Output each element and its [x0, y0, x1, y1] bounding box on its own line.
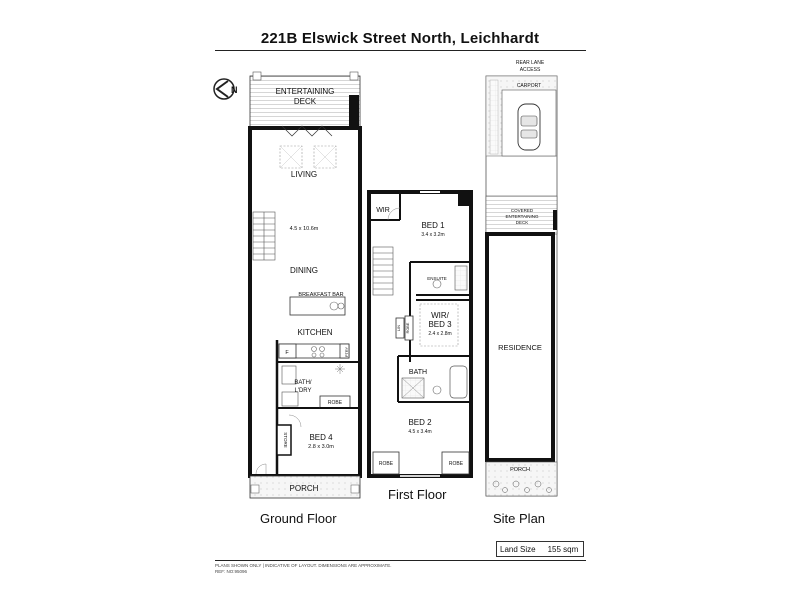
land-size-label: Land Size — [500, 544, 536, 554]
label-wir-slash: WIR/ — [431, 311, 450, 320]
caption-site-plan: Site Plan — [493, 511, 546, 526]
label-bed3: BED 3 — [428, 320, 452, 329]
label-living-dims: 4.5 x 10.6m — [290, 226, 319, 232]
label-fridge: F — [285, 350, 289, 356]
label-bed4: BED 4 — [309, 433, 333, 442]
title-divider — [215, 50, 586, 51]
label-bath-ff: BATH — [409, 369, 427, 376]
label-robe-right: ROBE — [449, 461, 464, 467]
label-ensuite: ENSUITE — [427, 276, 447, 281]
label-ldry: L'DRY — [294, 388, 311, 394]
label-bed3-dims: 2.4 x 2.8m — [428, 331, 451, 337]
label-access: ACCESS — [520, 67, 541, 73]
label-wir: WIR — [376, 207, 390, 214]
label-bed1: BED 1 — [421, 221, 445, 230]
first-floor-plan: WIR BED 1 3.4 x 3.2m ENSUITE WIR/ BED 3 … — [367, 190, 473, 478]
label-entertaining: ENTERTAINING — [276, 87, 335, 96]
label-breakfast-bar: BREAKFAST BAR — [298, 292, 343, 298]
car-icon — [517, 103, 541, 151]
north-compass-icon: N — [213, 78, 238, 100]
label-residence: RESIDENCE — [498, 343, 542, 352]
label-covered-entertaining: ENTERTAINING — [505, 214, 539, 219]
entertaining-deck-area — [249, 75, 361, 129]
label-carport: CARPORT — [517, 83, 541, 89]
disclaimer-line: Plans shown only | indicative of layout.… — [215, 563, 392, 568]
breakfast-bar-counter — [289, 296, 346, 316]
land-size-box: Land Size 155 sqm — [496, 541, 584, 557]
label-covered-deck: DECK — [516, 220, 529, 225]
label-rear-lane: REAR LANE — [516, 60, 545, 66]
label-store: STORE — [283, 432, 288, 447]
label-bed2-dims: 4.5 x 3.4m — [408, 429, 431, 435]
garden-plant-icons — [492, 480, 552, 493]
label-pantry: PTRY — [345, 347, 349, 358]
label-bed1-dims: 3.4 x 3.2m — [421, 232, 444, 238]
label-living: LIVING — [291, 170, 317, 179]
page-title: 221B Elswick Street North, Leichhardt — [260, 30, 540, 47]
ground-floor-plan: ENTERTAINING DECK LIVING 4.5 x 10.6m DIN… — [248, 71, 362, 499]
disclaimer-footnote: Plans shown only | indicative of layout.… — [215, 563, 392, 575]
caption-ground-floor: Ground Floor — [260, 511, 337, 526]
ground-porch-area — [249, 475, 361, 499]
label-gf-robe: ROBE — [328, 400, 343, 406]
label-gf-porch: PORCH — [290, 484, 319, 493]
label-dining: DINING — [290, 266, 318, 275]
label-deck: DECK — [294, 97, 317, 106]
footer-divider — [215, 560, 586, 561]
label-robe-left: ROBE — [379, 461, 394, 467]
label-linen: LIN — [397, 325, 401, 331]
compass-north-letter: N — [231, 85, 238, 95]
label-site-porch: PORCH — [510, 467, 530, 473]
label-covered: COVERED — [511, 208, 534, 213]
reference-line: Ref: No:95096 — [215, 569, 248, 574]
label-bed2: BED 2 — [408, 418, 432, 427]
label-bed4-dims: 2.8 x 3.0m — [308, 444, 334, 450]
land-size-value: 155 sqm — [547, 544, 579, 554]
label-bath: BATH/ — [294, 380, 312, 386]
label-ff-robe-small: ROBE — [406, 322, 410, 333]
label-kitchen: KITCHEN — [297, 328, 332, 337]
site-plan-drawing: REAR LANE ACCESS CARPORT COVERED ENTERTA… — [485, 60, 558, 497]
residence-block — [485, 232, 555, 462]
caption-first-floor: First Floor — [388, 487, 447, 502]
